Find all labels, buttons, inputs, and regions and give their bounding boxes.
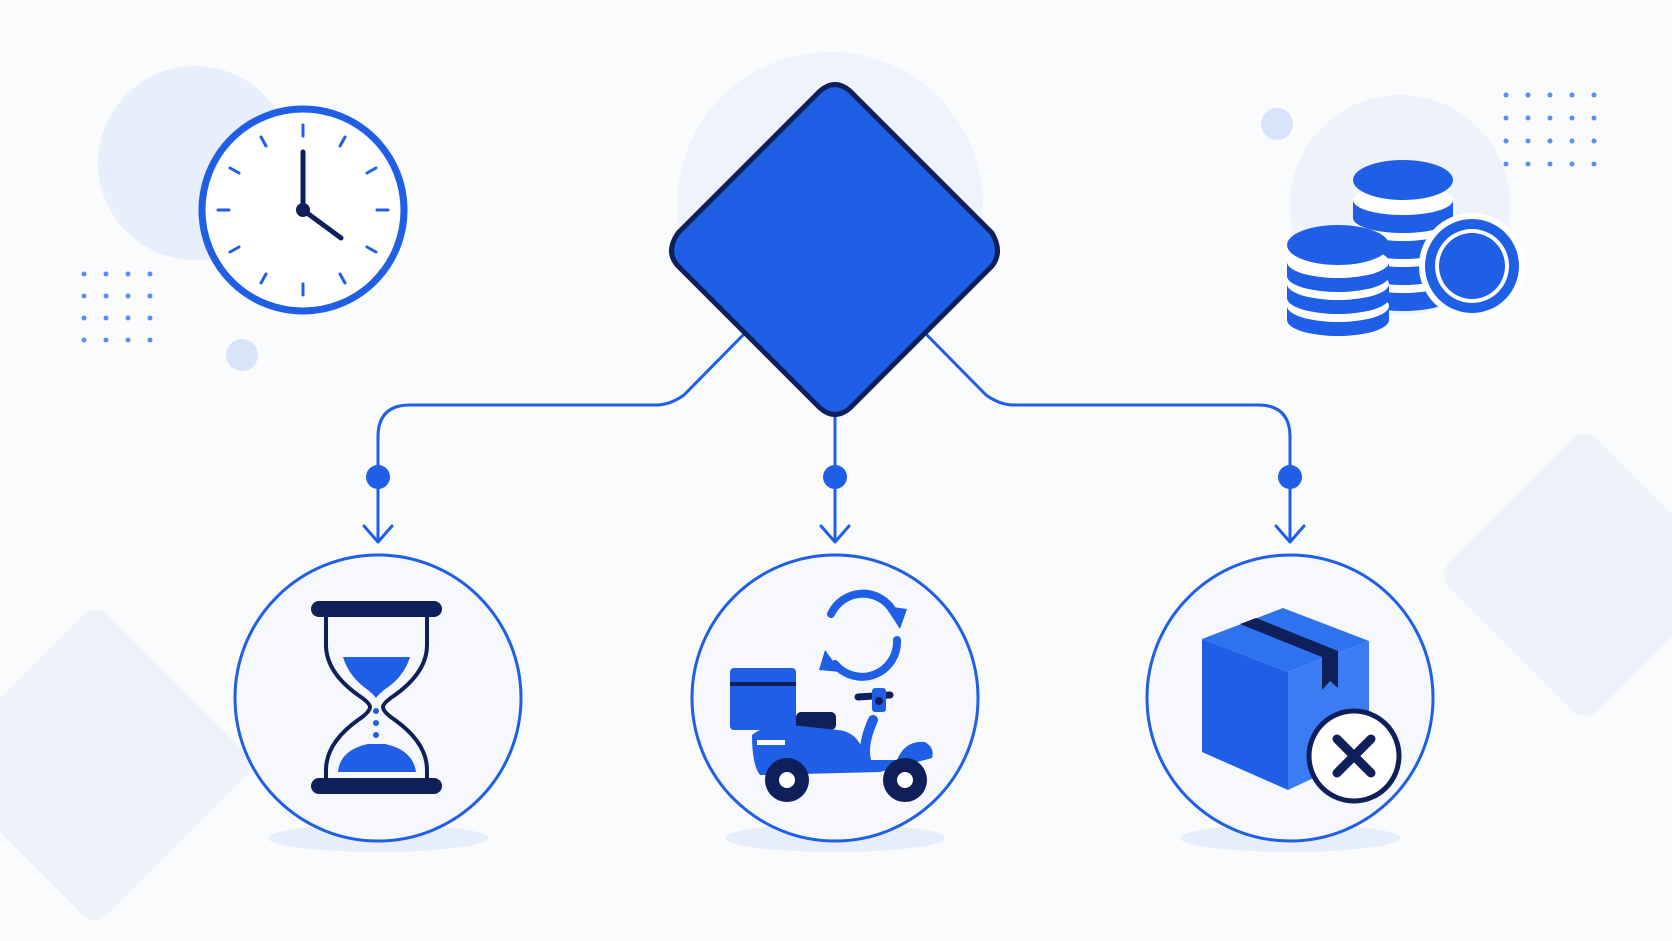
dot-grid-right	[1503, 92, 1597, 167]
coin-stack-icon	[1287, 160, 1525, 336]
scooter-icon	[730, 668, 933, 802]
branch-node-right	[1145, 553, 1435, 843]
branch-node-center	[690, 553, 980, 843]
clock-icon	[198, 105, 408, 315]
cancel-icon	[1306, 708, 1402, 804]
decision-diamond	[669, 82, 1000, 417]
hourglass-icon	[311, 601, 442, 794]
branch-node-left	[233, 553, 523, 843]
connector-junction-dots	[366, 465, 1302, 489]
dot-grid-left	[81, 271, 153, 343]
refresh-icon	[827, 589, 902, 681]
package-icon	[1202, 608, 1369, 790]
